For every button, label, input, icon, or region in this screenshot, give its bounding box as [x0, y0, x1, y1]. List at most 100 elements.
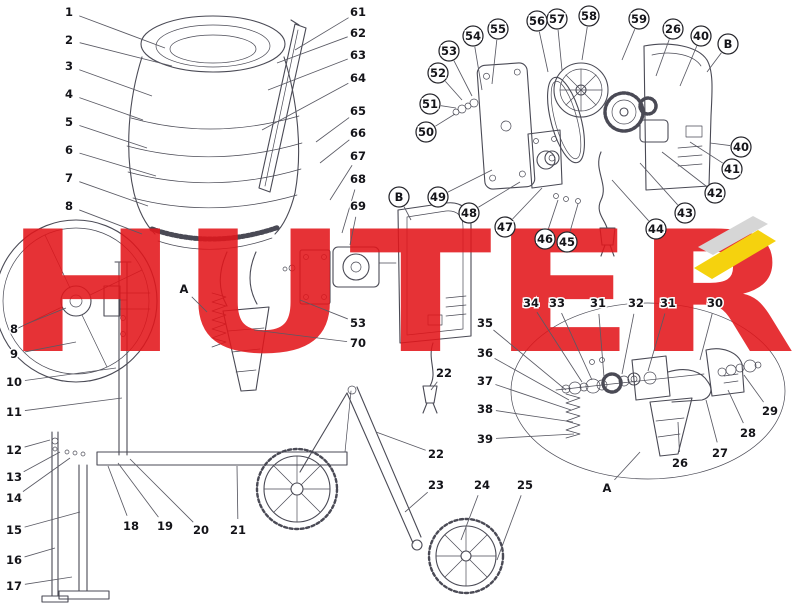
callout-A: A — [601, 451, 641, 497]
callout-label: 19 — [157, 519, 173, 533]
callout-41: 41 — [689, 141, 743, 180]
leader-line — [706, 52, 722, 73]
callout-51: 51 — [419, 93, 457, 115]
callout-label: 26 — [665, 22, 681, 36]
callout-16: 16 — [4, 547, 56, 569]
callout-66: 66 — [319, 125, 368, 164]
callout-circle — [690, 25, 712, 47]
callout-circle — [494, 216, 516, 238]
callout-48: 48 — [458, 181, 521, 224]
callout-circle — [415, 121, 437, 143]
leader-line — [495, 410, 574, 423]
drawing-layer — [0, 15, 786, 603]
callout-circle — [556, 231, 578, 253]
leader-line — [329, 165, 353, 201]
washer-row-right — [717, 359, 762, 377]
callout-label: 3 — [65, 59, 73, 73]
leader-line — [191, 296, 208, 313]
leader-line — [24, 439, 51, 448]
leader-line — [621, 28, 636, 61]
callout-label: 69 — [350, 199, 366, 213]
callout-64: 64 — [261, 70, 368, 131]
callout-53: 53 — [299, 299, 368, 332]
callout-label: 8 — [10, 322, 18, 336]
bolt-small — [589, 359, 595, 365]
callout-label: B — [724, 37, 733, 51]
callout-1: 1 — [63, 4, 166, 49]
callout-44: 44 — [611, 179, 667, 240]
callout-label: A — [603, 481, 612, 495]
callout-label: 68 — [350, 172, 366, 186]
motor-unit-detail — [635, 119, 669, 143]
callout-13: 13 — [4, 451, 61, 486]
callout-label: 67 — [350, 149, 366, 163]
callout-label: 17 — [6, 579, 22, 593]
leader-line — [512, 187, 543, 220]
callout-35: 35 — [475, 315, 567, 391]
callout-label: 63 — [350, 48, 366, 62]
callout-label: 13 — [6, 470, 22, 484]
leader-line — [79, 125, 148, 149]
callout-52: 52 — [427, 62, 463, 101]
motor-body — [332, 246, 380, 288]
callout-label: 2 — [65, 33, 73, 47]
callout-label: 6 — [65, 143, 73, 157]
callout-label: 36 — [477, 346, 493, 360]
power-plug-detail — [599, 227, 616, 246]
leader-line — [677, 421, 680, 453]
leader-line — [689, 141, 723, 164]
leader-line — [404, 491, 428, 513]
callout-9: 9 — [8, 341, 77, 363]
callout-label: 4 — [65, 87, 73, 101]
watermark-ribbon-yellow — [694, 230, 776, 279]
callout-47: 47 — [494, 187, 543, 238]
leader-line — [614, 451, 641, 481]
gear-wheel — [603, 91, 645, 133]
leader-line — [24, 547, 56, 558]
callout-8: 8 — [8, 307, 67, 338]
leader-line — [447, 169, 493, 193]
callout-38: 38 — [475, 401, 574, 423]
callout-label: 56 — [529, 14, 545, 28]
leader-line — [24, 367, 117, 381]
leader-line — [24, 576, 73, 585]
callout-B: B — [388, 186, 412, 221]
fastener-row — [452, 98, 479, 116]
leader-line — [727, 389, 744, 424]
callout-label: 42 — [707, 186, 723, 200]
leader-line — [561, 312, 593, 381]
callout-label: 61 — [350, 5, 366, 19]
funnel-cone — [222, 306, 270, 392]
leader-line — [107, 465, 128, 516]
callout-label: 32 — [628, 296, 644, 310]
detail-boundary-ellipse — [510, 302, 786, 480]
callout-label: 53 — [441, 44, 457, 58]
callout-43: 43 — [639, 162, 696, 224]
power-cord-detail — [598, 151, 616, 257]
brand-watermark-text: HUTER — [4, 195, 796, 391]
cover-latch-detail — [685, 125, 703, 138]
callout-46: 46 — [534, 199, 559, 250]
leader-line — [743, 374, 764, 403]
leader-line — [705, 399, 718, 443]
callout-25: 25 — [496, 477, 535, 561]
leader-line — [435, 113, 456, 127]
callout-65: 65 — [315, 103, 368, 143]
callout-15: 15 — [4, 511, 81, 539]
leader-line — [319, 139, 350, 164]
callout-circle — [427, 186, 449, 208]
callout-36: 36 — [475, 345, 570, 401]
callout-59: 59 — [621, 8, 650, 61]
callout-69: 69 — [348, 198, 368, 246]
callout-circle — [388, 186, 410, 208]
callout-17: 17 — [4, 576, 73, 595]
callout-55: 55 — [487, 18, 509, 85]
callout-62: 62 — [276, 25, 368, 64]
callout-28: 28 — [727, 389, 758, 442]
leader-line — [440, 105, 457, 109]
leader-line — [294, 17, 349, 51]
callout-label: 46 — [537, 232, 553, 246]
callout-A: A — [178, 281, 208, 313]
callout-label: 43 — [677, 206, 693, 220]
